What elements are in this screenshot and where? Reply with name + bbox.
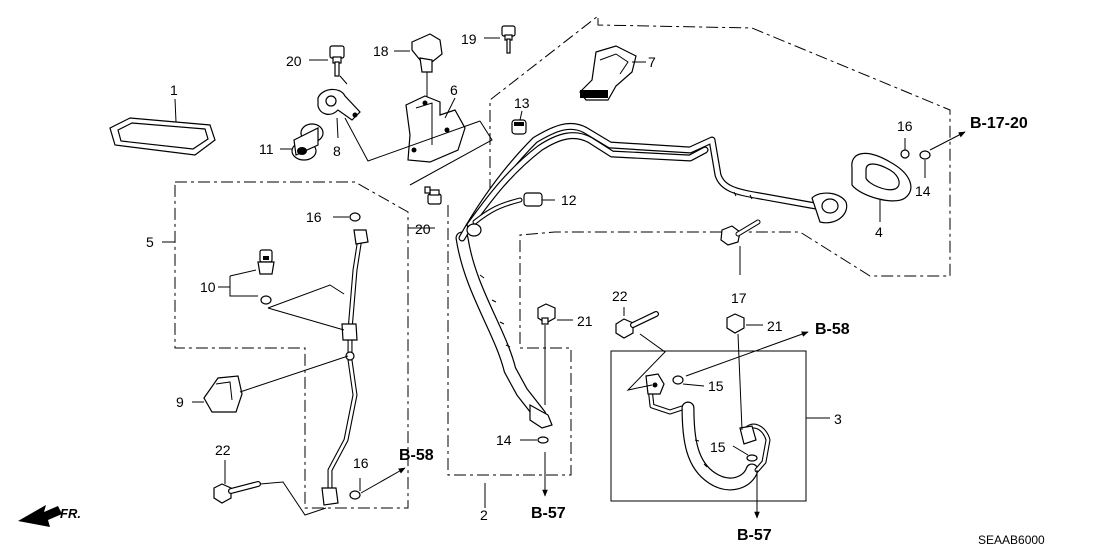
part-16-oring-right [900,138,910,159]
callout-3: 3 [834,411,842,427]
callout-4: 4 [875,224,883,240]
part-11-grommet [280,123,324,161]
reference-labels: B-17-20 B-58 B-58 B-57 B-57 [399,115,1028,544]
callout-2: 2 [480,507,488,523]
callout-8: 8 [333,143,341,159]
ref-b-58-right[interactable]: B-58 [815,321,850,338]
callout-15b: 15 [710,439,726,455]
callout-5: 5 [146,234,154,250]
part-16-oring-left-lower [349,467,406,500]
part-14-washer-center [520,436,549,497]
part-18-clip [394,33,443,98]
part-12-cap [523,192,555,207]
part-22-bolt-center [615,307,666,391]
part-6-bracket [344,95,493,186]
diagram-code: SEAAB6000 [978,533,1045,547]
callout-15a: 15 [708,378,724,394]
part-20-bolt-upper [309,45,348,85]
front-direction-label: FR. [60,506,81,521]
part-19-bolt [484,25,516,54]
part-17-bolt [720,219,761,275]
part-7-bracket [579,45,646,101]
callout-22a: 22 [215,442,231,458]
callout-14a: 14 [915,183,931,199]
part-16-oring-left-upper [333,212,361,222]
part-20-bolt-lower [424,186,442,205]
part-14-oring-right [919,131,966,178]
callout-16b: 16 [353,455,369,471]
callout-17: 17 [731,290,747,306]
part-2-suction-pipe [455,122,848,508]
ref-b-58-left[interactable]: B-58 [399,447,434,464]
part-22-bolt-left [213,460,327,516]
part-9-clip [192,355,349,413]
callout-13: 13 [514,95,530,111]
callout-18: 18 [373,43,389,59]
part-3-discharge-hose [645,373,830,491]
callout-19: 19 [461,31,477,47]
callout-22b: 22 [612,288,628,304]
ref-b-17-20[interactable]: B-17-20 [970,115,1028,132]
part-1-gasket [109,98,216,156]
part-15-oring-lower [732,445,760,519]
ref-b-57-center[interactable]: B-57 [531,505,566,522]
callout-21b: 21 [767,318,783,334]
callout-14b: 14 [496,432,512,448]
ref-b-57-right[interactable]: B-57 [737,527,772,544]
part-21-bolt-center [537,303,573,405]
part-21-bolt-right [726,313,763,431]
callout-21a: 21 [577,313,593,329]
part-13-cap [511,110,527,135]
callout-12: 12 [561,192,577,208]
callout-16a: 16 [306,209,322,225]
front-direction-arrow [18,505,62,527]
part-5-pipe [321,229,369,506]
part-10-sensor [218,249,345,331]
callout-20a: 20 [286,53,302,69]
callout-7: 7 [648,54,656,70]
callout-labels: 1 2 3 4 5 6 7 8 9 10 11 12 13 14 14 15 1… [146,31,931,523]
part-4-seal [851,152,912,222]
callout-9: 9 [176,394,184,410]
callout-1: 1 [170,82,178,98]
callout-11: 11 [259,141,274,157]
part-15-oring-upper [672,375,705,387]
part-8-clamp [317,88,361,139]
group-outline-3 [610,350,807,502]
group-outline-2 [447,14,951,476]
arrow-b58-right [685,331,809,377]
callout-16c: 16 [897,118,913,134]
callout-6: 6 [450,82,458,98]
callout-20b: 20 [415,221,431,237]
group-outline-5 [174,181,409,509]
callout-10: 10 [200,279,216,295]
